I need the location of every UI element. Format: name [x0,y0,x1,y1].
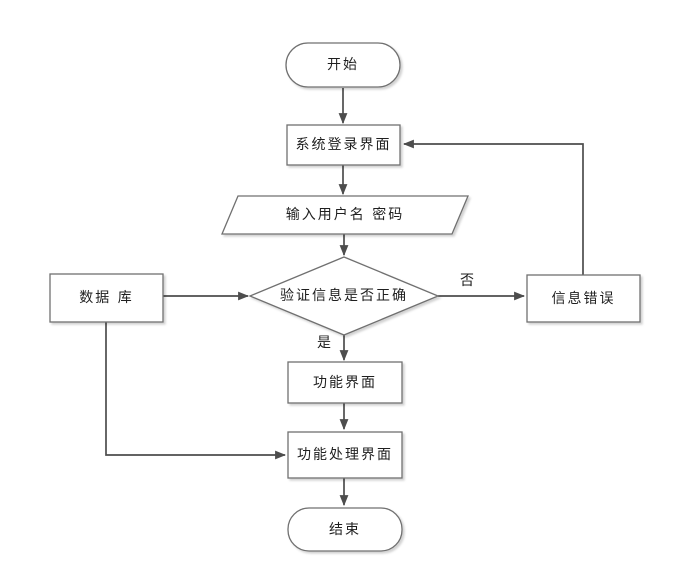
node-end-shape [287,507,403,552]
edge-database-handle [105,322,287,460]
node-error-shape [526,274,641,323]
edge-error-login [402,139,584,275]
nodes [49,42,641,552]
node-start-shape [285,42,401,88]
node-verify-shape [248,256,440,336]
node-function-shape [287,361,403,404]
node-input-shape [221,195,469,235]
edges [105,88,584,507]
node-database-shape [49,273,164,323]
node-handle-shape [287,431,403,479]
node-login-shape [286,124,401,166]
